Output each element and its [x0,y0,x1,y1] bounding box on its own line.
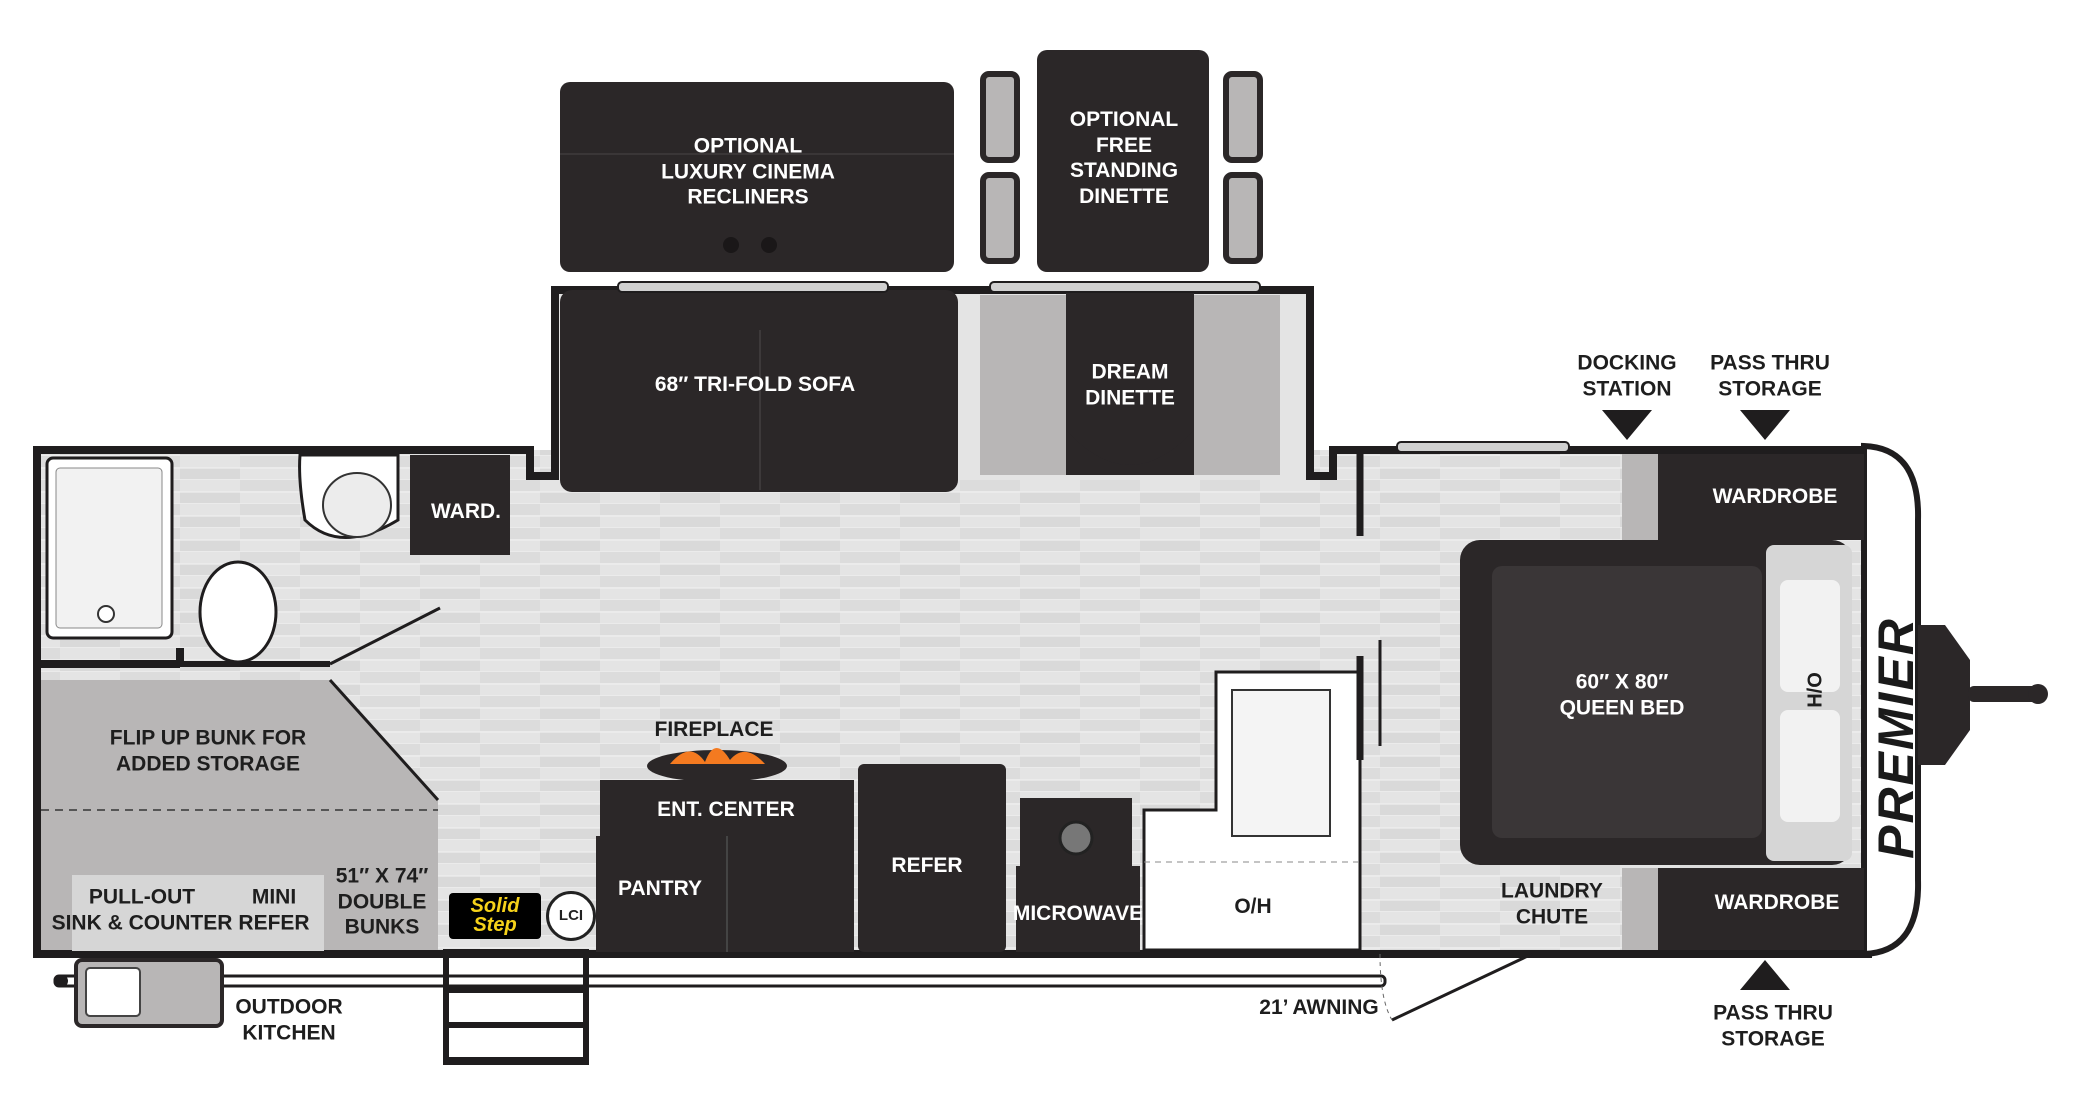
pass-thru-arrow-top [1740,410,1790,440]
bunk-edge [328,678,440,802]
pass-thru-arrow-bottom [1740,960,1790,990]
ward-label: WARD. [431,500,501,524]
flip-up-bunk-label: FLIP UP BUNK FOR ADDED STORAGE [109,726,307,775]
wardrobe-top-label: WARDROBE [1712,485,1838,509]
microwave-cabinet [1016,866,1140,952]
fireplace-label: FIREPLACE [654,718,774,742]
solid-step-logo: Solid Step [449,893,541,939]
docking-arrow [1602,410,1652,440]
brand-logo: PREMIER [1868,617,1924,859]
outdoor-kitchen-label: OUTDOOR KITCHEN [235,995,343,1044]
door-arc [1379,953,1393,1021]
awning [53,974,1387,988]
hitch-coupler [1968,686,2038,702]
mini-refer-label: MINI REFER [238,885,310,934]
laundry-chute-label: LAUNDRY CHUTE [1501,879,1603,928]
dream-dinette-label: DREAM DINETTE [1085,360,1175,409]
pullout-counter [72,875,232,951]
wardrobe-top [1658,454,1864,540]
lci-logo: LCI [546,891,596,941]
toilet [198,560,278,664]
pullout-sink-label: PULL-OUT SINK & COUNTER [51,885,233,934]
recliner-cupholder [723,237,739,253]
bathroom-sink [322,472,392,538]
docking-station-label: DOCKING STATION [1577,351,1677,400]
optional-dinette-chair [1223,172,1263,264]
ent-center-cabinet [600,780,854,836]
queen-bed-label: 60″ X 80″ QUEEN BED [1559,670,1685,719]
stove-burner [1058,820,1094,856]
oh-label: O/H [1234,895,1272,919]
dream-dinette-table-end [1066,430,1194,465]
laundry-chute-box [1622,868,1658,950]
recliner-cupholder [761,237,777,253]
optional-dinette-table [1037,50,1209,272]
pass-thru-bottom-label: PASS THRU STORAGE [1713,1001,1833,1050]
pantry-label: PANTRY [618,877,702,901]
bath-wardrobe [410,455,510,555]
pillow [1780,710,1840,822]
refrigerator [858,764,1006,952]
mini-refer-box [232,875,324,951]
sofa-label: 68″ TRI-FOLD SOFA [654,373,856,397]
pantry-cabinet [596,836,854,952]
ho-label: H/O [1804,672,1827,708]
kitchen-sink [1231,689,1331,837]
pillow [1780,580,1840,692]
window [617,281,889,293]
shower-drain [97,605,115,623]
window [989,281,1261,293]
ent-center-label: ENT. CENTER [657,798,795,822]
awning-label: 21’ AWNING [1259,996,1379,1020]
outdoor-sink [85,967,141,1017]
optional-recliners-label: OPTIONAL LUXURY CINEMA RECLINERS [661,134,835,209]
solid-step-text-1: Solid [470,895,520,917]
docking-station-box [1622,454,1658,540]
entry-steps [443,949,589,1065]
fireplace-flames [670,747,765,764]
optional-dinette-label: OPTIONAL FREE STANDING DINETTE [1069,107,1179,208]
mattress [1492,566,1762,838]
optional-recliners [560,82,954,272]
shower-pan [55,467,163,629]
optional-dinette-chair [1223,71,1263,163]
wardrobe-bottom-label: WARDROBE [1714,891,1840,915]
pass-thru-top-label: PASS THRU STORAGE [1710,351,1830,400]
bath-door-swing [329,606,441,666]
microwave-label: MICROWAVE [1012,902,1144,926]
front-cap [1861,442,1922,958]
hitch-ball [2028,684,2048,704]
window [1396,441,1570,453]
optional-dinette-chair [980,71,1020,163]
double-bunks-label: 51″ X 74″ DOUBLE BUNKS [335,864,429,939]
hitch [1918,625,1970,765]
solid-step-text-2: Step [473,914,517,936]
entry-door-swing [1391,952,1533,1022]
awning-end [56,975,68,987]
refer-label: REFER [891,854,963,878]
optional-dinette-chair [980,172,1020,264]
wardrobe-bottom [1658,868,1864,950]
